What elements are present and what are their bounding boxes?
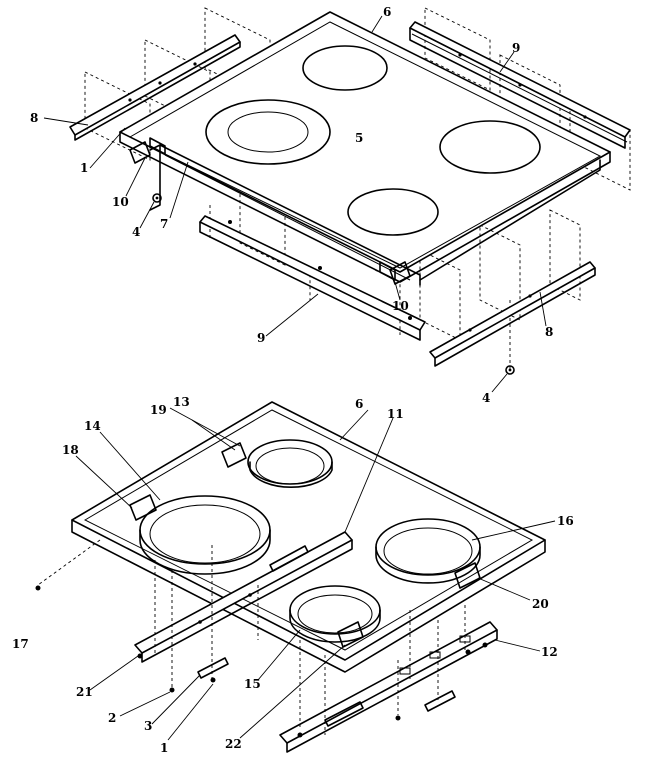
callout-6-top: 6	[383, 5, 391, 19]
callout-16: 16	[557, 514, 574, 528]
top-assembly	[43, 7, 631, 393]
burner-marking-left	[205, 99, 331, 165]
callout-15: 15	[244, 677, 261, 691]
side-rail-8-left	[69, 34, 241, 141]
frame-6-7	[149, 137, 601, 286]
callout-8-left: 8	[30, 111, 38, 125]
bracket-10-left	[129, 141, 151, 164]
callout-19: 19	[150, 403, 167, 417]
leaders-bottom	[75, 407, 556, 741]
clip-3-right	[424, 690, 456, 712]
burner-ring-15-21	[289, 585, 381, 643]
callout-10-left: 10	[112, 195, 129, 209]
leaders-top	[43, 15, 547, 393]
terminal-block-20	[454, 562, 481, 589]
burner-marking-right	[439, 120, 541, 174]
callout-18: 18	[62, 443, 79, 457]
callout-2: 2	[108, 711, 116, 725]
callout-9-rear: 9	[512, 41, 520, 55]
callout-7: 7	[160, 217, 168, 231]
burner-ring-13-19	[247, 439, 333, 489]
rail-9-front	[199, 215, 426, 341]
callout-labels: 6 9 8 5 1 10 7 4 10 8 9 4 6 13 11 19 14 …	[12, 5, 574, 755]
rail-9-rear	[409, 21, 631, 149]
bracket-10-front	[389, 261, 411, 285]
callout-12: 12	[541, 645, 558, 659]
callout-9-front: 9	[257, 331, 265, 345]
callout-22: 21	[76, 685, 93, 699]
callout-3: 3	[144, 719, 152, 733]
bottom-assembly	[35, 401, 556, 753]
callout-5: 5	[355, 131, 363, 145]
callout-20: 20	[532, 597, 549, 611]
support-bar-12	[279, 621, 498, 753]
screw-4-left	[152, 193, 162, 203]
screw-4-right	[505, 365, 515, 375]
callout-10-front: 10	[392, 299, 409, 313]
callout-21: 22	[225, 737, 242, 751]
callout-13: 13	[173, 395, 190, 409]
side-rail-8-right	[429, 261, 596, 367]
callout-4-right: 4	[482, 391, 490, 405]
fasteners-bottom	[35, 585, 488, 738]
callout-1-bottom: 1	[160, 741, 168, 755]
callout-14: 14	[84, 419, 101, 433]
callout-17: 17	[12, 637, 29, 651]
cooktop-glass-5	[119, 11, 611, 283]
callout-4-left: 4	[132, 225, 140, 239]
burner-pan-6	[71, 401, 546, 673]
callout-11: 11	[387, 407, 404, 421]
terminal-block-21	[337, 621, 364, 648]
burner-marking-rear	[302, 45, 388, 91]
callout-1-top: 1	[80, 161, 88, 175]
callout-6-bottom: 6	[355, 397, 363, 411]
burner-ring-14-18	[139, 495, 271, 575]
clip-3	[197, 657, 229, 679]
callout-8-right: 8	[545, 325, 553, 339]
burner-marking-front	[347, 188, 439, 236]
terminal-block-19	[221, 442, 247, 468]
terminal-block-18	[129, 494, 157, 521]
